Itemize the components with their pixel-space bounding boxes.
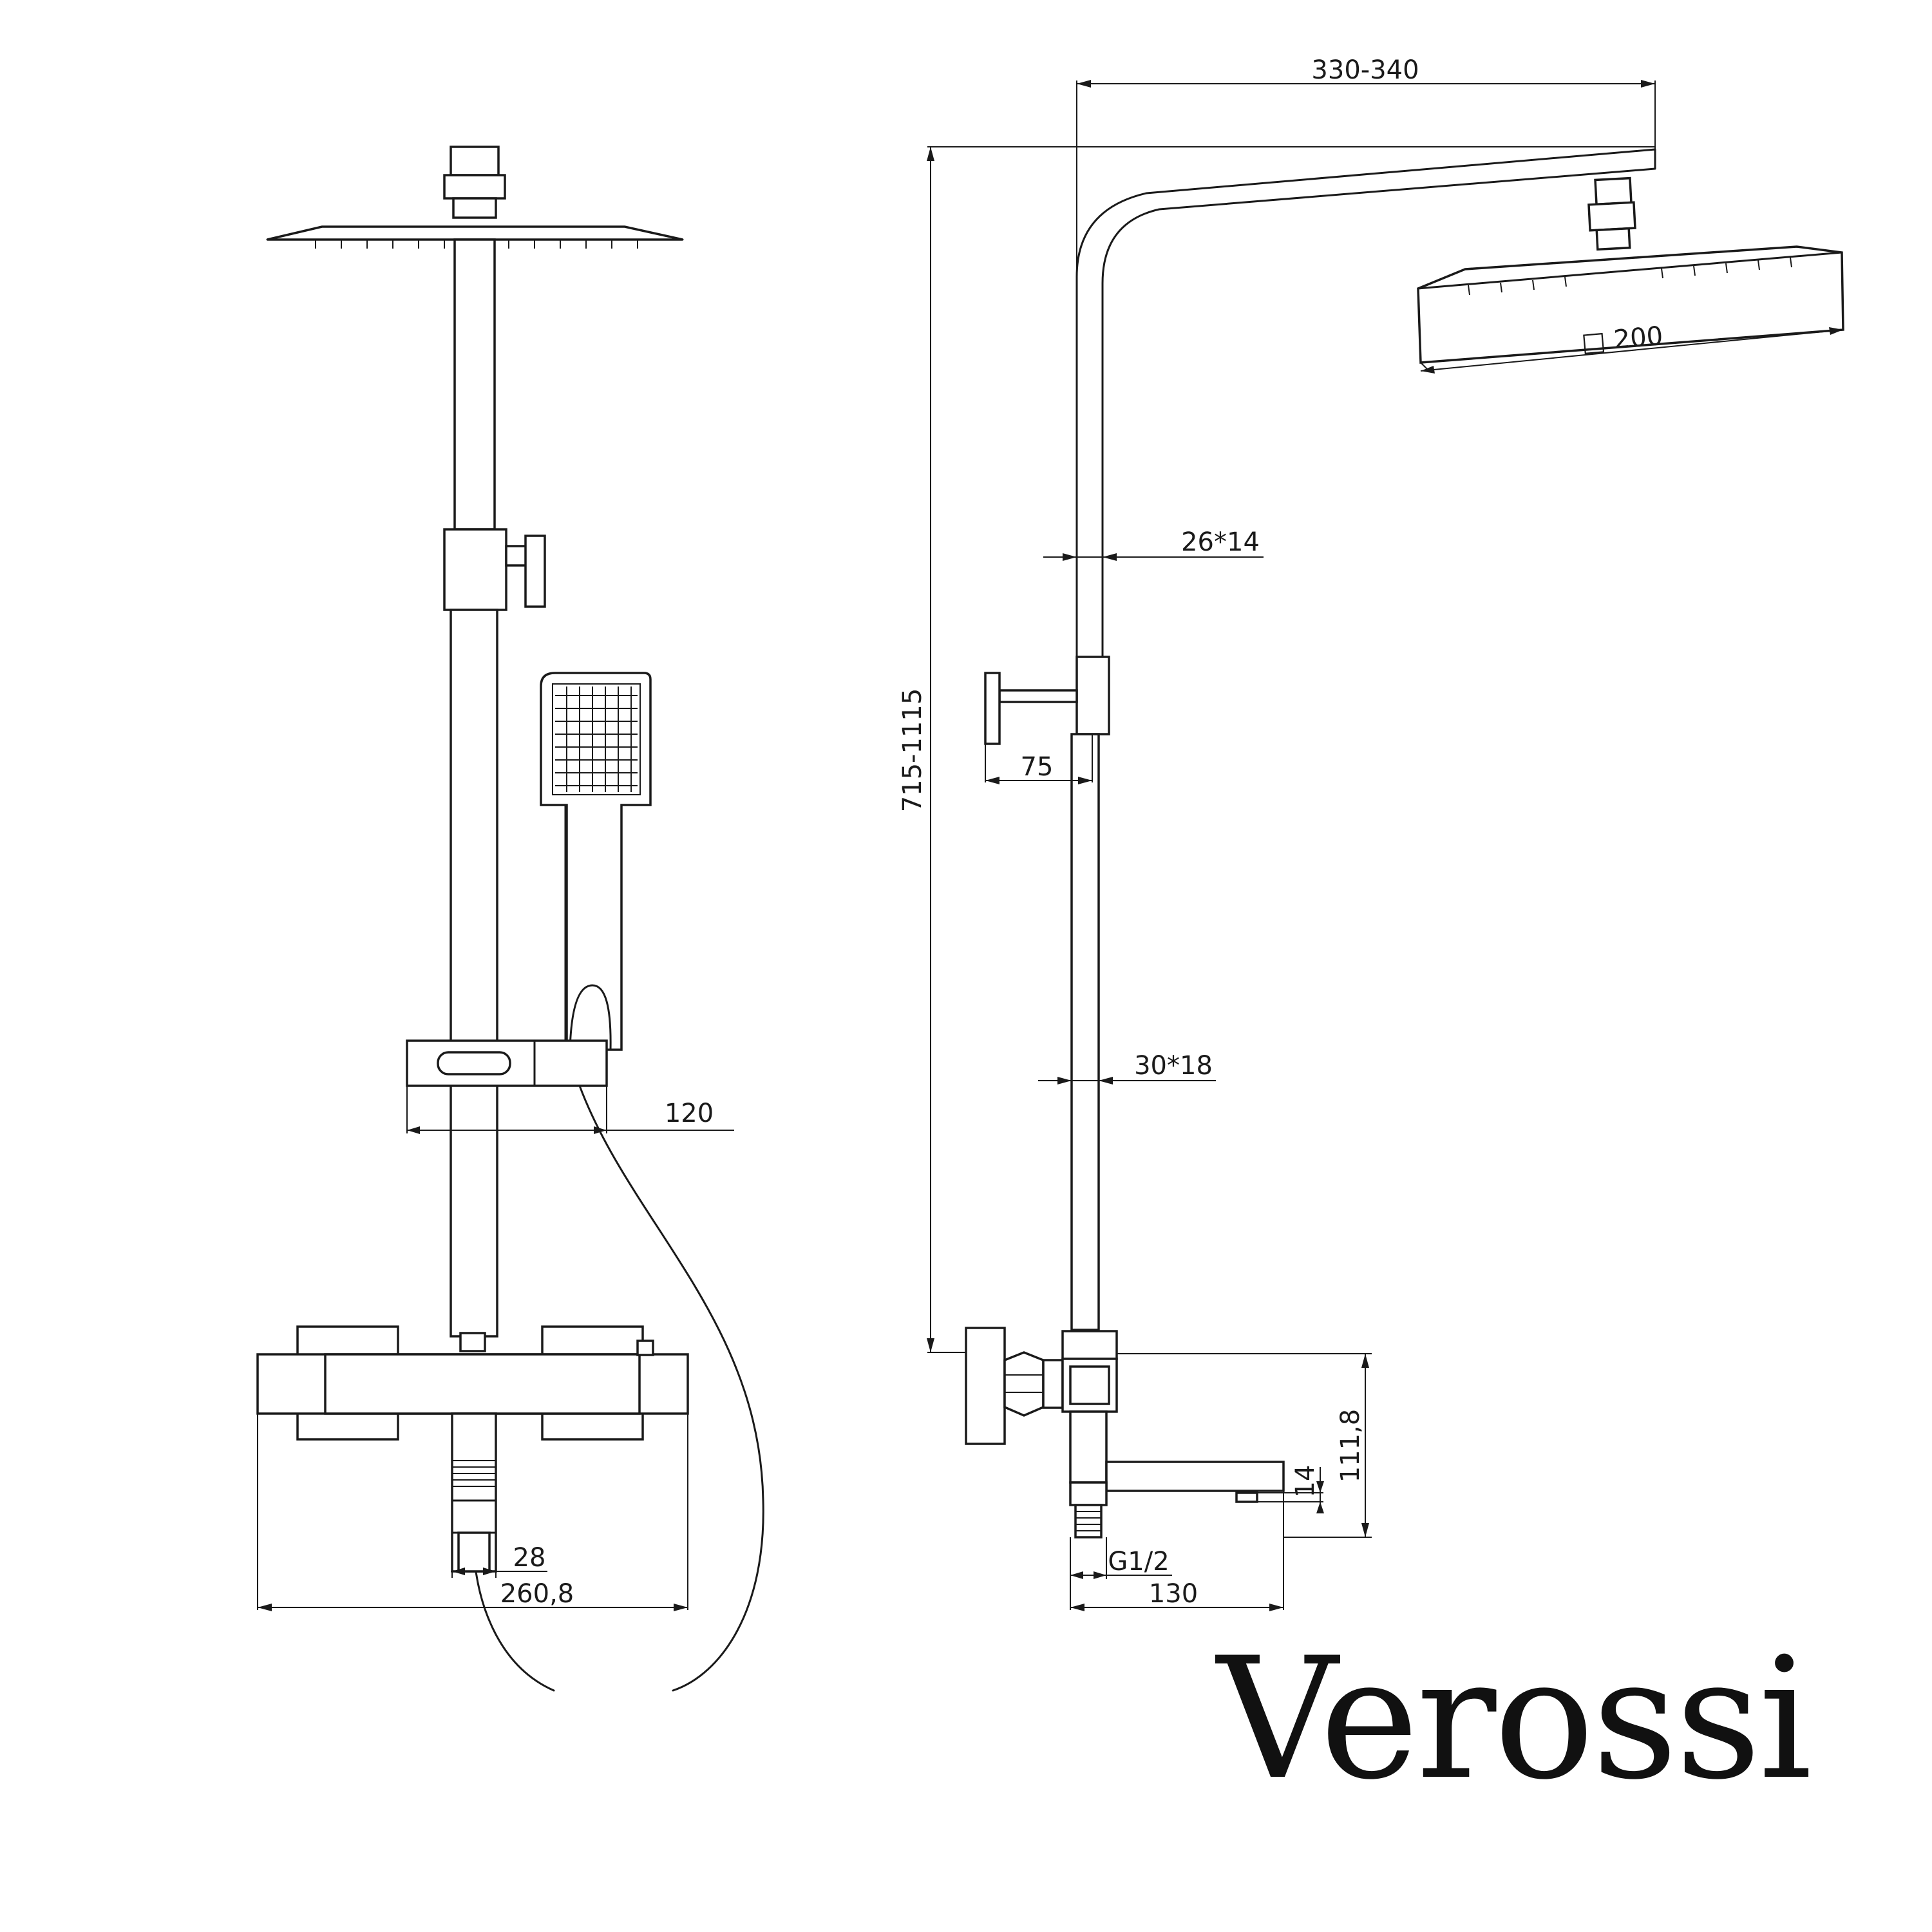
label-valve-width: 260,8 <box>500 1579 574 1609</box>
diverter-block <box>443 528 507 611</box>
dim-head-size: □ 200 <box>1420 321 1844 374</box>
thermostatic-valve <box>256 1325 689 1441</box>
dim-valve-width: 260,8 <box>257 1414 688 1611</box>
label-spout-outlet: 14 <box>1291 1465 1320 1498</box>
head-collar <box>452 197 497 219</box>
dim-arm-reach: 330-340 <box>1076 55 1656 277</box>
hose <box>578 1084 764 1692</box>
dim-slider-reach: 120 <box>406 1086 734 1134</box>
slide-holder <box>406 1039 608 1087</box>
label-spout-height: 111,8 <box>1336 1409 1365 1483</box>
dim-spout-outlet: 14 <box>1257 1465 1324 1513</box>
spray-grid <box>555 687 638 792</box>
label-slider-reach: 120 <box>665 1099 714 1128</box>
valve-side <box>965 1327 1285 1539</box>
label-arm-reach: 330-340 <box>1311 55 1419 85</box>
lower-riser-side <box>1070 733 1100 1331</box>
dim-spout-height: 111,8 <box>1117 1353 1372 1538</box>
label-inlet-thread: G1/2 <box>1108 1547 1169 1577</box>
lower-riser-front <box>450 609 498 1338</box>
head-connector <box>450 146 500 176</box>
dim-lower-tube: 30*18 <box>1038 1051 1216 1084</box>
dim-upper-tube: 26*14 <box>1043 527 1264 561</box>
label-upper-tube: 26*14 <box>1181 527 1260 557</box>
shower-arm <box>1075 148 1656 658</box>
label-outlet-width: 28 <box>513 1543 546 1573</box>
side-view: 330-340 □ 200 26*14 75 30*18 <box>898 55 1844 1611</box>
label-handset-holder: 75 <box>1021 752 1054 782</box>
label-lower-tube: 30*18 <box>1134 1051 1213 1081</box>
front-view: 120 28 260,8 <box>256 146 764 1692</box>
handset-arm <box>998 689 1078 703</box>
handset-plate <box>984 672 1001 745</box>
dim-inlet-thread: G1/2 <box>1070 1537 1172 1579</box>
head-nut <box>443 174 506 200</box>
label-head-size: □ 200 <box>1580 321 1664 358</box>
dim-handset-holder: 75 <box>985 734 1093 784</box>
upper-riser-front <box>453 238 496 531</box>
bottom-outlet <box>451 1412 497 1573</box>
dim-outlet-width: 28 <box>451 1543 547 1578</box>
label-riser-height: 715-1115 <box>898 688 927 813</box>
dim-spout-projection: 130 <box>1070 1491 1284 1611</box>
dim-riser-height: 715-1115 <box>898 146 1655 1353</box>
label-spout-projection: 130 <box>1149 1579 1198 1609</box>
hand-shower <box>540 672 652 1051</box>
slider-block-side <box>1075 656 1110 735</box>
brand-logo: Verossi <box>1217 1622 1812 1817</box>
diverter-handle <box>524 535 546 608</box>
